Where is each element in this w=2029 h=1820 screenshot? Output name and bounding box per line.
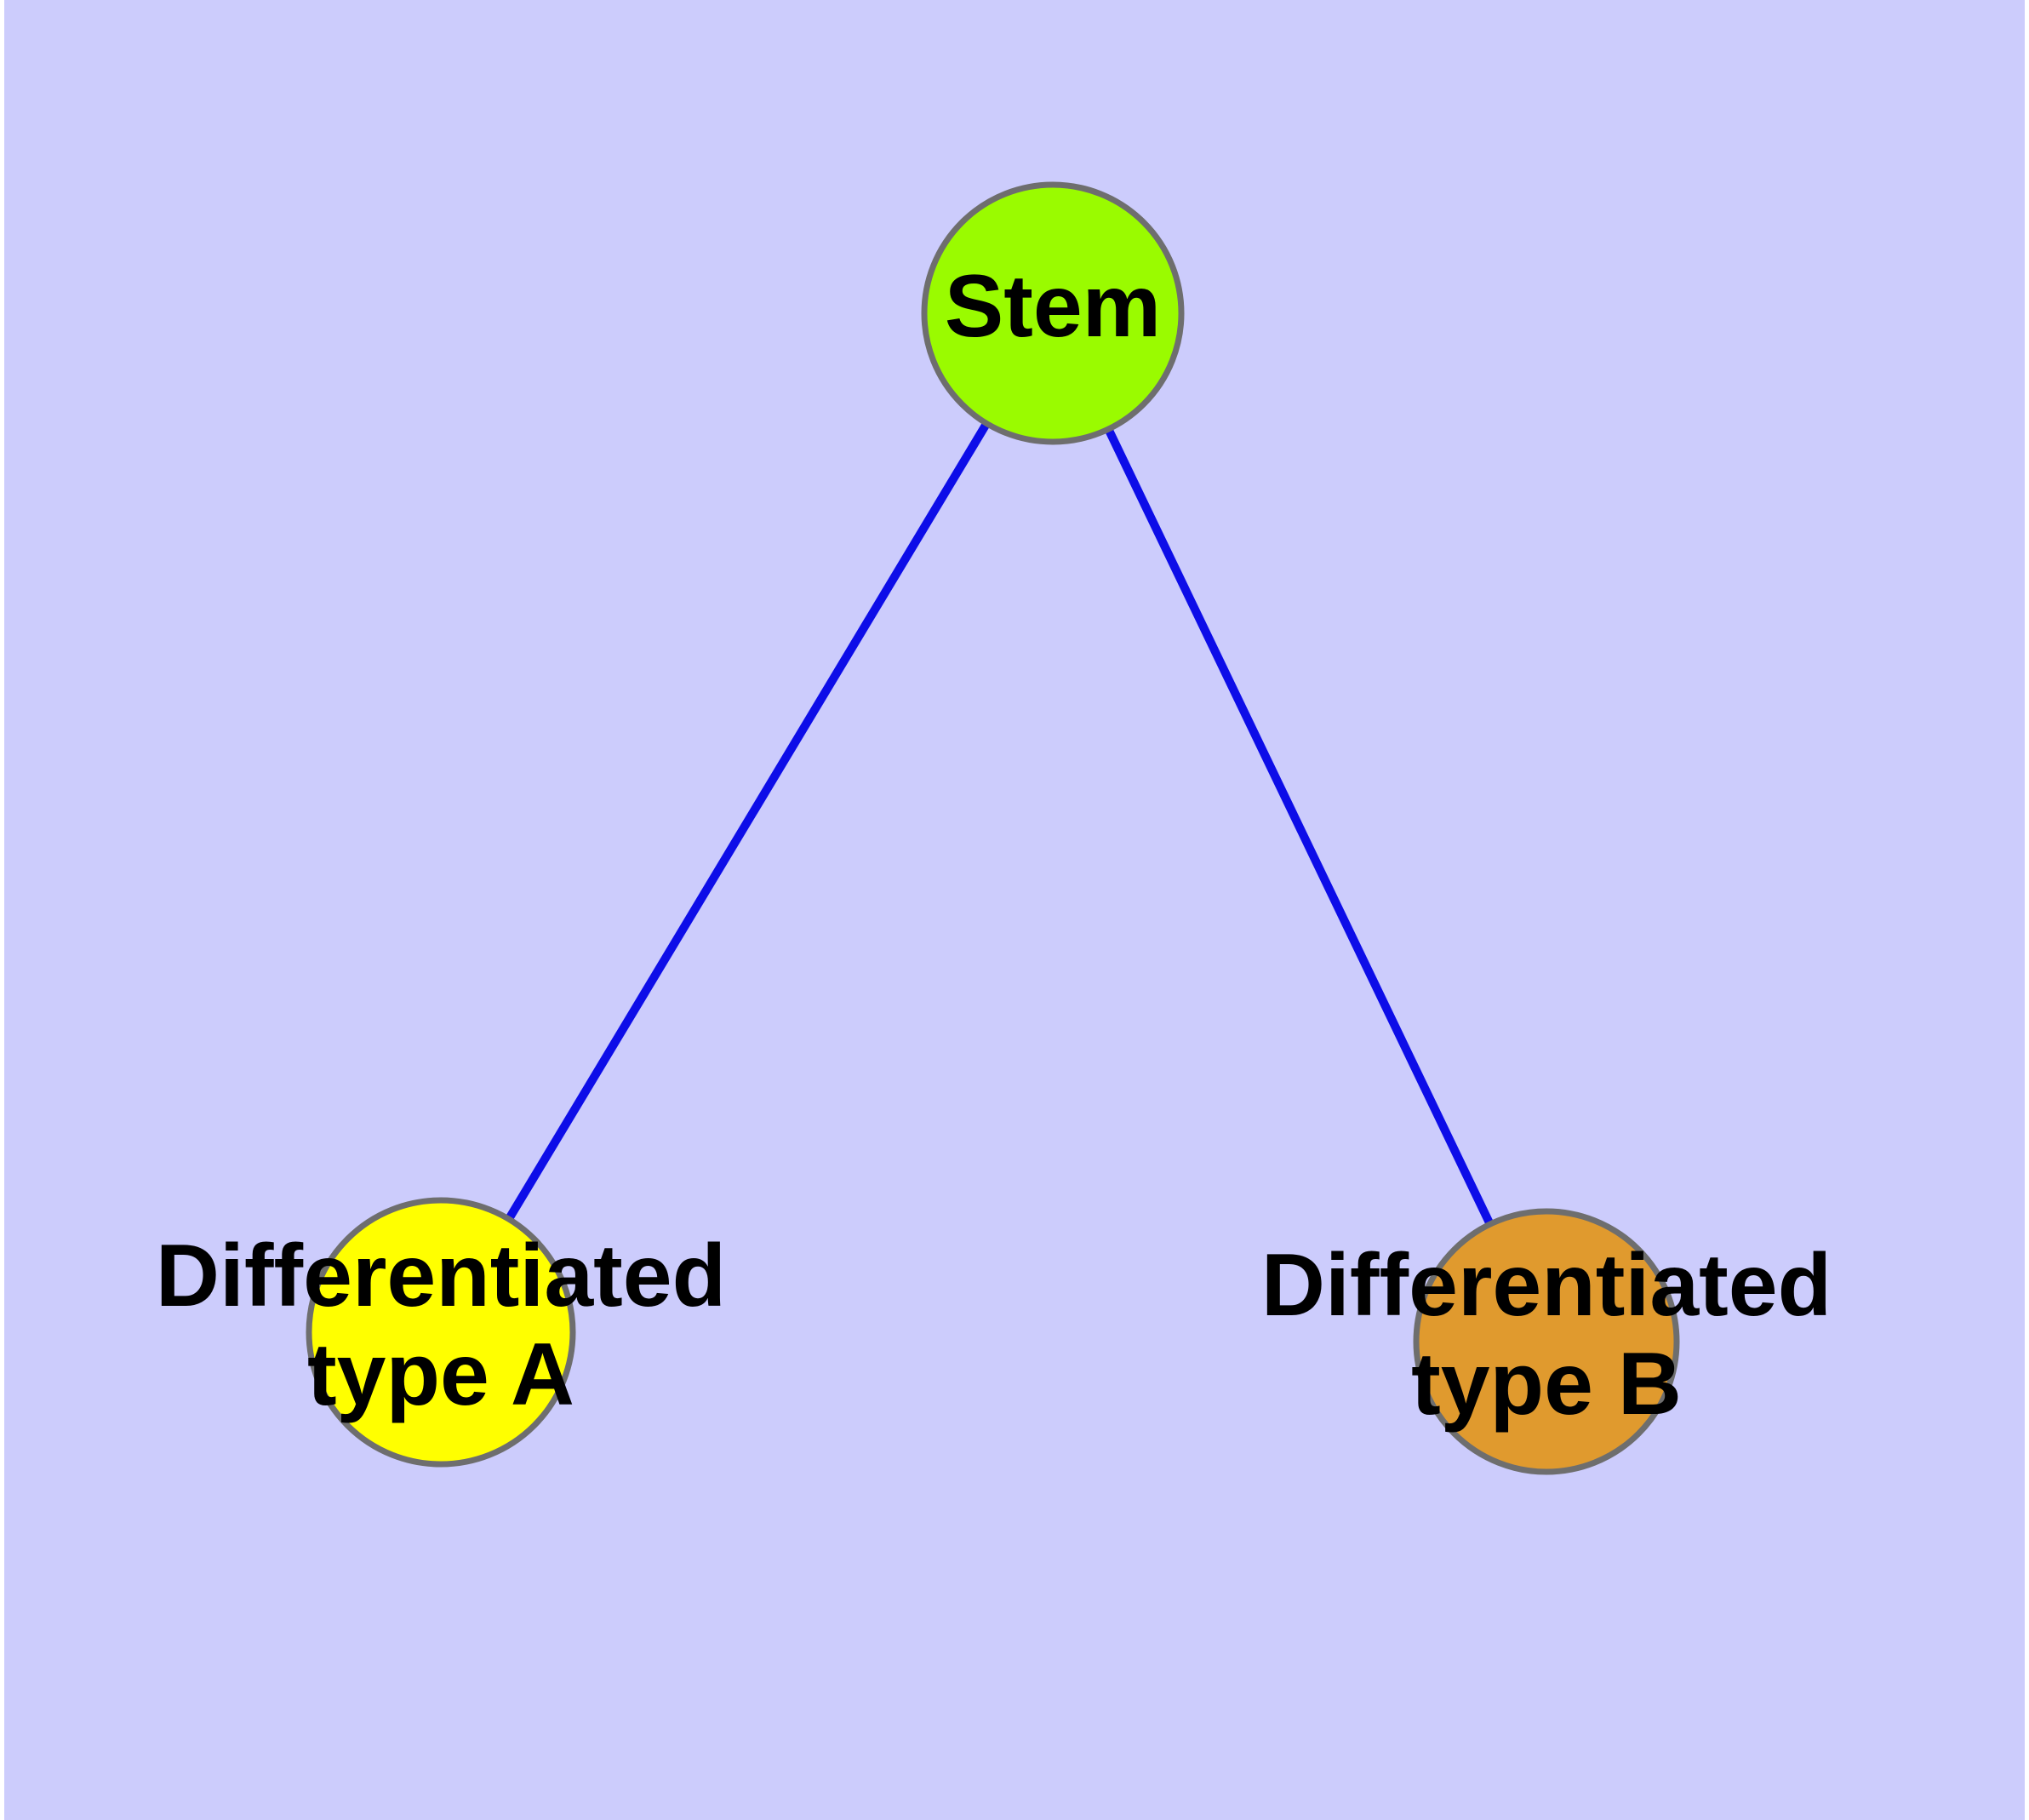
graph-node-label-line: type A (307, 1326, 574, 1425)
nodes-layer (306, 181, 1680, 1475)
graph-edge-stem-to-diff_a[interactable] (504, 420, 992, 1223)
graph-node-label-line: Differentiated (156, 1227, 726, 1325)
graph-node-label-line: Differentiated (1261, 1236, 1832, 1335)
graph-node-label-line: Stem (945, 257, 1161, 356)
graph-edge-stem-to-diff_b[interactable] (1103, 426, 1495, 1228)
graph-node-diff_b[interactable] (1413, 1208, 1680, 1475)
graph-node-diff_a[interactable] (306, 1197, 576, 1468)
graph-node-stem[interactable] (921, 181, 1185, 445)
edges-layer (504, 420, 1495, 1228)
graph-node-label-line: type B (1411, 1336, 1682, 1434)
graph-node-label-stem: Stem (945, 257, 1161, 356)
